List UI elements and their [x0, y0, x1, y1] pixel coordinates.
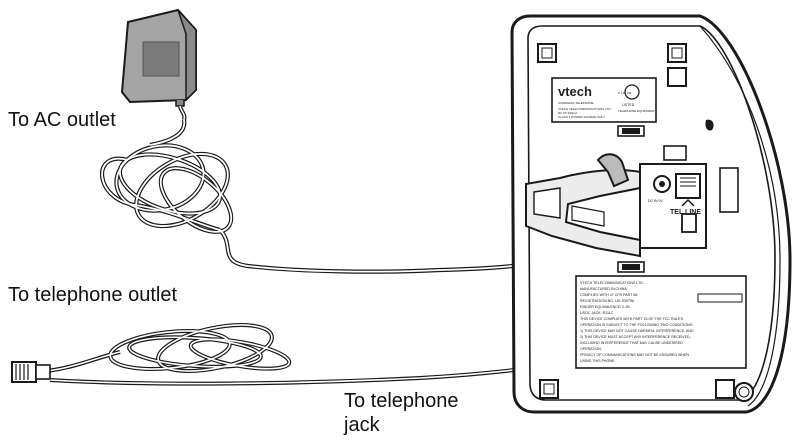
rating-label [551, 77, 657, 123]
tel-line-label: TEL LINE [670, 209, 701, 216]
brand-logo: vtech [558, 84, 592, 99]
compliance-label [575, 275, 747, 369]
rubber-foot [539, 379, 559, 399]
telephone-base [510, 14, 792, 414]
compliance-line: USOC JACK: RJ11C [580, 311, 614, 315]
compliance-text: VTECH TELECOMMUNICATIONS LTD. MANUFACTURE… [580, 281, 694, 363]
rubber-foot [715, 379, 735, 399]
label-info-line1: VTECH TELECOMMUNICATIONS LTD. [558, 107, 612, 111]
compliance-line: 2) THIS DEVICE MUST ACCEPT ANY INTERFERE… [580, 335, 691, 339]
compliance-line: REGISTRATION NO. US: EW7WI [580, 299, 634, 303]
compliance-line: THIS DEVICE COMPLIES WITH PART 15 OF THE… [580, 317, 684, 321]
label-info-line3: CLASS 2 POWER SOURCE ONLY [558, 115, 605, 119]
rubber-foot [667, 67, 687, 87]
compliance-line: COMPLIES WITH 47 CFR PART 68 [580, 293, 637, 297]
telephone-jack-callout: To telephone jack [344, 389, 459, 437]
telephone-jack-callout-line1: To telephone [344, 390, 459, 412]
compliance-line: OPERATION IS SUBJECT TO THE FOLLOWING TW… [580, 323, 693, 327]
cert-mark: c UL us [618, 90, 631, 95]
compliance-line: OPERATION. [580, 347, 602, 351]
equipment-text: TELEPHONE EQUIPMENT [618, 109, 655, 113]
compliance-line: 1) THIS DEVICE MAY NOT CAUSE HARMFUL INT… [580, 329, 694, 333]
rubber-foot [537, 43, 557, 63]
power-adapter [120, 8, 197, 121]
compliance-line: INCLUDING INTERFERENCE THAT MAY CAUSE UN… [580, 341, 683, 345]
compliance-line: VTECH TELECOMMUNICATIONS LTD. [580, 281, 644, 285]
dc-jack-label: DC IN 9V [648, 199, 663, 203]
compliance-line: MANUFACTURED IN CHINA [580, 287, 627, 291]
label-info-line2: DC 9V 300mA [558, 111, 577, 115]
telephone-cord-bundle [35, 229, 691, 386]
compliance-line: PRIVACY OF COMMUNICATIONS MAY NOT BE ENS… [580, 353, 689, 357]
modular-plug [11, 361, 51, 383]
telephone-outlet-callout: To telephone outlet [8, 284, 178, 306]
rubber-foot [667, 43, 687, 63]
telephone-jack-callout-line2: jack [344, 414, 380, 436]
compliance-line: USING THIS PHONE. [580, 359, 615, 363]
ac-outlet-callout: To AC outlet [8, 109, 116, 131]
rubber-foot [734, 382, 754, 402]
compliance-line: RINGER EQUIVALENCE: 0.1B [580, 305, 630, 309]
listed-text: LISTED [622, 103, 635, 107]
product-name: CORDLESS TELEPHONE [558, 101, 593, 105]
